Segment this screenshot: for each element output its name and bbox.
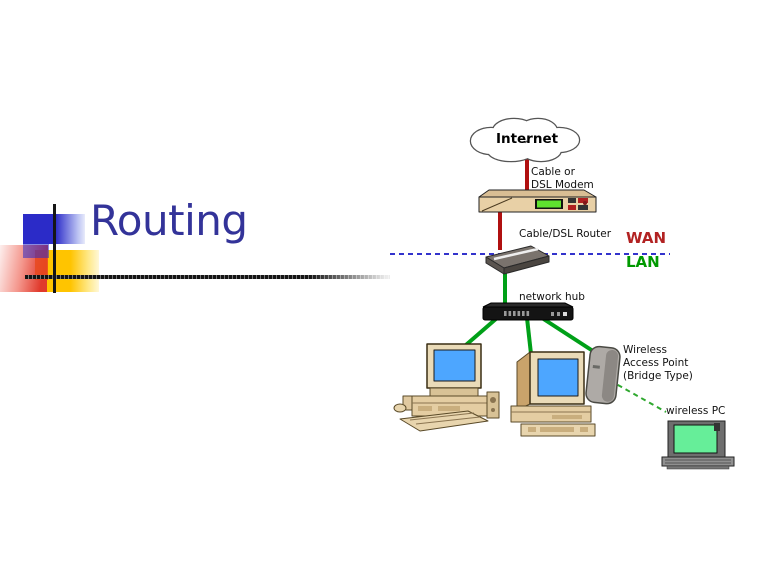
hub-pc-center-link-line [525, 317, 533, 355]
dsl-modem-device [478, 189, 597, 213]
slide-title: Routing [90, 196, 248, 245]
wireless-access-point-device [585, 345, 621, 405]
lan-label: LAN [626, 253, 660, 271]
router-device [485, 245, 550, 275]
network-hub-label: network hub [519, 291, 585, 303]
hub-access-point-link-line [540, 316, 598, 355]
access-point-label: Wireless Access Point (Bridge Type) [623, 344, 693, 382]
laptop-device [661, 420, 735, 470]
network-hub-device [482, 302, 574, 321]
desktop-pc-left [393, 343, 500, 432]
internet-cloud [469, 117, 581, 163]
router-label: Cable/DSL Router [519, 228, 612, 240]
decor-vertical-rule [53, 204, 56, 293]
decor-blue-square-tail [23, 244, 49, 258]
wireless-pc-label: wireless PC [666, 405, 726, 417]
decor-horizontal-rule [25, 275, 390, 279]
internet-label: Internet [495, 131, 559, 147]
desktop-pc-center [510, 351, 596, 437]
wan-label: WAN [626, 229, 667, 247]
modem-label: Cable or DSL Modem [531, 166, 594, 191]
